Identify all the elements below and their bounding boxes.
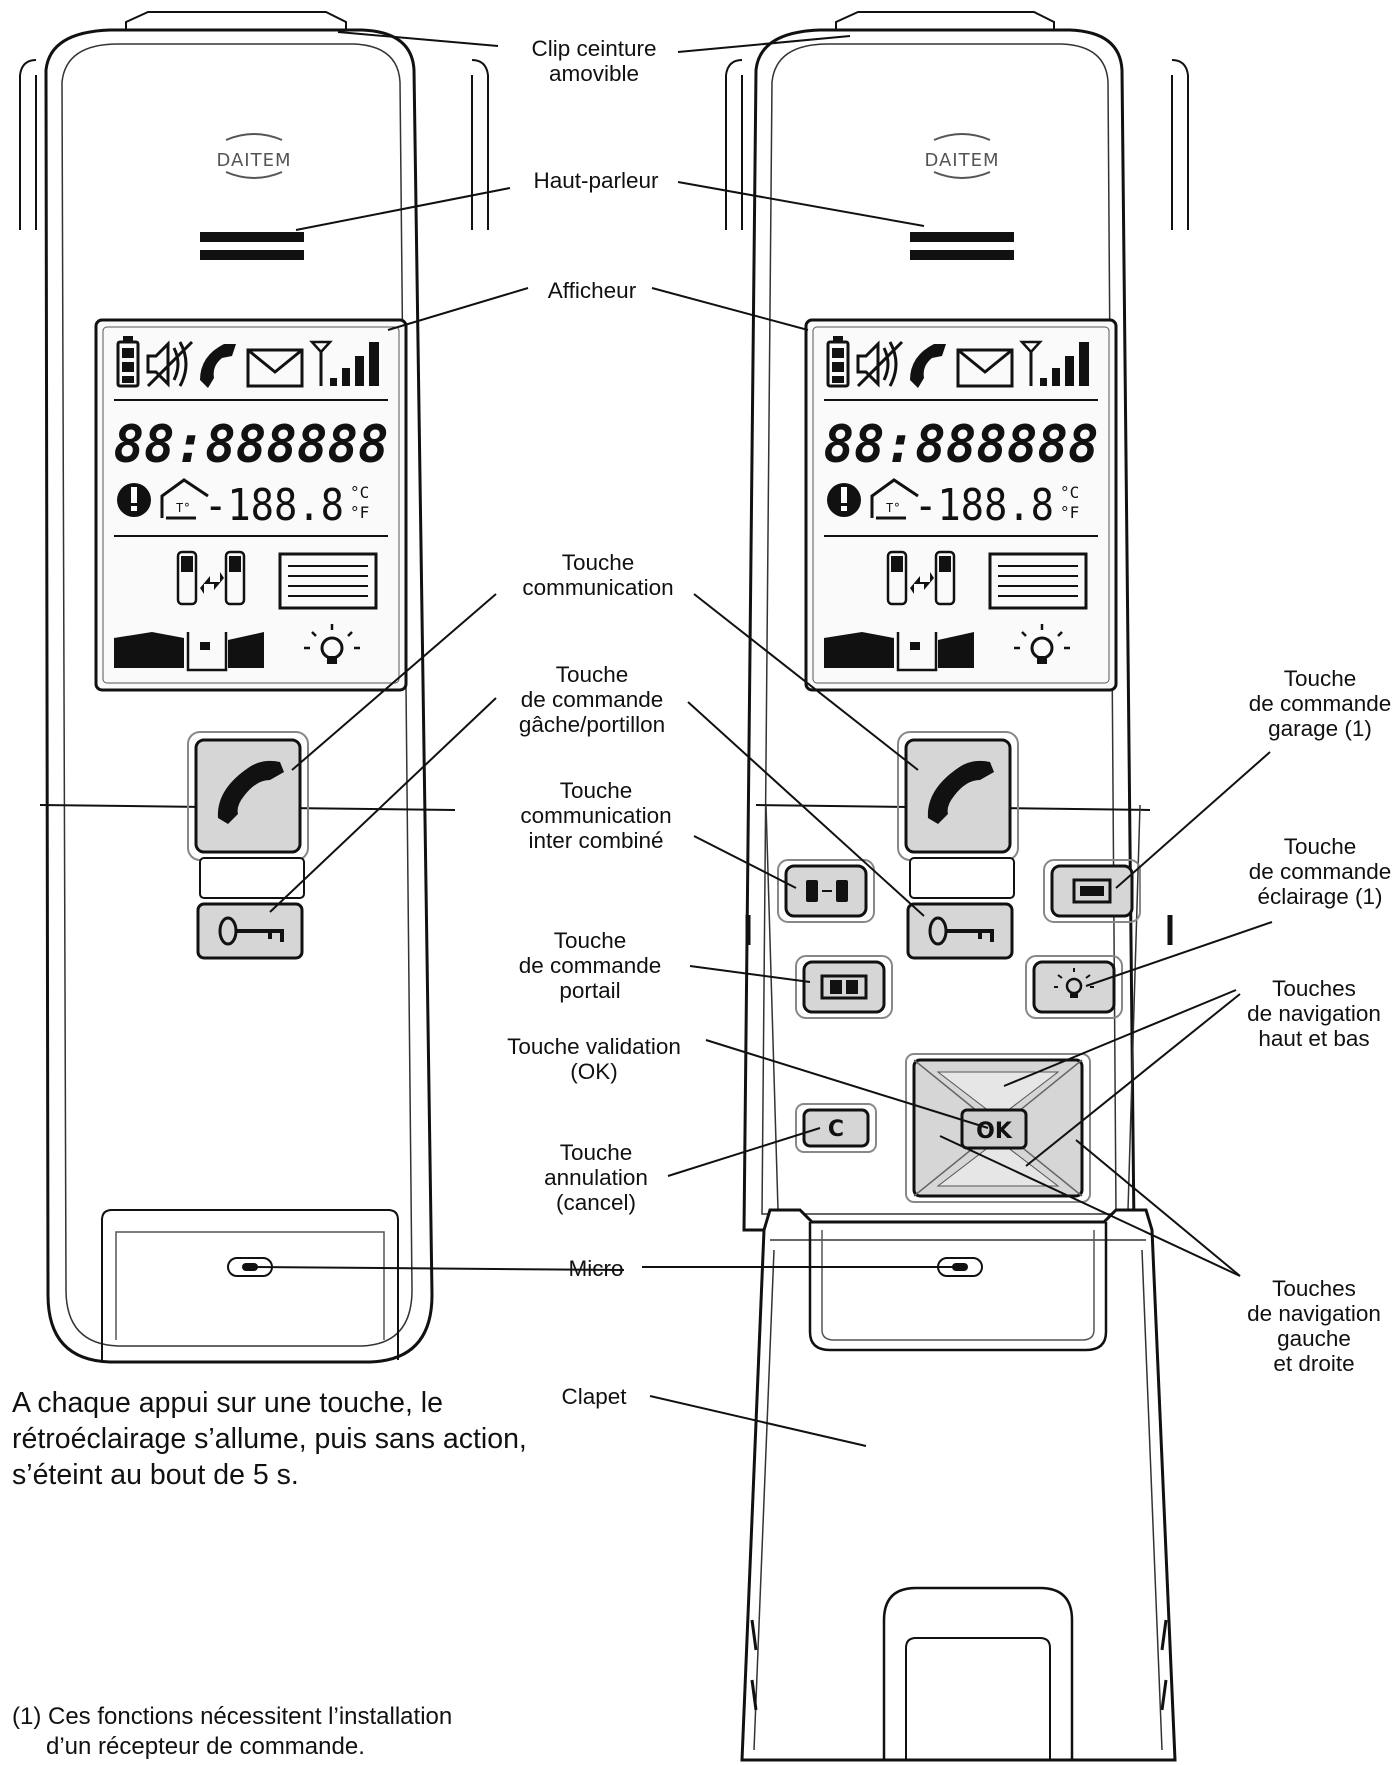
latch-key[interactable] <box>196 902 304 960</box>
label-line: Touches <box>1272 976 1356 1001</box>
gate-key[interactable] <box>795 955 893 1019</box>
label-line: de commande <box>1249 691 1392 716</box>
label-line: de navigation <box>1247 1001 1381 1026</box>
svg-text:C: C <box>828 1117 844 1142</box>
label-line: et droite <box>1273 1351 1354 1376</box>
label-line: de navigation <box>1247 1301 1381 1326</box>
label-line: portail <box>559 978 620 1003</box>
label-line: Touche validation <box>507 1034 681 1059</box>
label-line: Touches <box>1272 1276 1356 1301</box>
intercom-key[interactable] <box>777 859 875 923</box>
key-blank <box>199 857 305 899</box>
label-line: Touche <box>560 778 633 803</box>
lighting-key[interactable] <box>1025 955 1123 1019</box>
backlight-note: A chaque appui sur une touche, le rétroé… <box>12 1387 527 1491</box>
label-line: Haut-parleur <box>533 168 659 193</box>
svg-text:OK: OK <box>976 1119 1013 1144</box>
call-key[interactable] <box>186 730 310 862</box>
label-line: de commande <box>519 953 662 978</box>
label-line: de commande <box>1249 859 1392 884</box>
label-line: gâche/portillon <box>519 712 665 737</box>
label-line: de commande <box>521 687 664 712</box>
label-line: gauche <box>1277 1326 1351 1351</box>
label-line: éclairage (1) <box>1257 884 1382 909</box>
ok-key[interactable]: OK <box>960 1108 1028 1150</box>
label-line: Touche <box>1284 666 1357 691</box>
label-ok: Touche validation(OK) <box>507 1034 681 1084</box>
footnote-line-1: (1) Ces fonctions nécessitent l’installa… <box>12 1703 453 1730</box>
leader-lines <box>251 31 1273 1447</box>
svg-text:DAITEM: DAITEM <box>216 150 291 171</box>
label-line: inter combiné <box>528 828 663 853</box>
handset-open: DAITEM <box>725 11 1189 1762</box>
label-line: Afficheur <box>548 278 637 303</box>
footnote: (1) Ces fonctions nécessitent l’installa… <box>12 1702 572 1762</box>
label-line: Touche <box>1284 834 1357 859</box>
label-speaker: Haut-parleur <box>533 168 659 193</box>
label-display: Afficheur <box>548 278 637 303</box>
label-line: Touche <box>556 662 629 687</box>
handset-closed: DAITEM <box>19 11 489 1364</box>
label-micro: Micro <box>569 1256 624 1281</box>
label-line: (cancel) <box>556 1190 636 1215</box>
brand-logo: DAITEM <box>924 133 999 179</box>
lcd-display <box>804 318 1118 692</box>
latch-key[interactable] <box>906 902 1014 960</box>
label-line: Clapet <box>561 1384 627 1409</box>
footnote-line-2: d’un récepteur de commande. <box>46 1733 365 1760</box>
garage-key[interactable] <box>1043 859 1141 923</box>
call-key[interactable] <box>896 730 1020 862</box>
label-line: annulation <box>544 1165 648 1190</box>
brand-logo: DAITEM <box>216 133 291 179</box>
label-line: communication <box>522 575 673 600</box>
label-flap: Clapet <box>561 1384 627 1409</box>
lcd-display <box>94 318 408 692</box>
label-line: garage (1) <box>1268 716 1372 741</box>
label-line: Clip ceinture <box>531 36 656 61</box>
label-line: Touche <box>554 928 627 953</box>
flap <box>740 1208 1177 1762</box>
label-line: amovible <box>549 61 639 86</box>
label-line: communication <box>520 803 671 828</box>
label-line: Touche <box>560 1140 633 1165</box>
svg-text:DAITEM: DAITEM <box>924 150 999 171</box>
label-line: Touche <box>562 550 635 575</box>
label-line: (OK) <box>570 1059 618 1084</box>
key-blank <box>909 857 1015 899</box>
label-line: haut et bas <box>1258 1026 1369 1051</box>
cancel-key[interactable]: C <box>795 1103 877 1153</box>
label-line: Micro <box>569 1256 624 1281</box>
